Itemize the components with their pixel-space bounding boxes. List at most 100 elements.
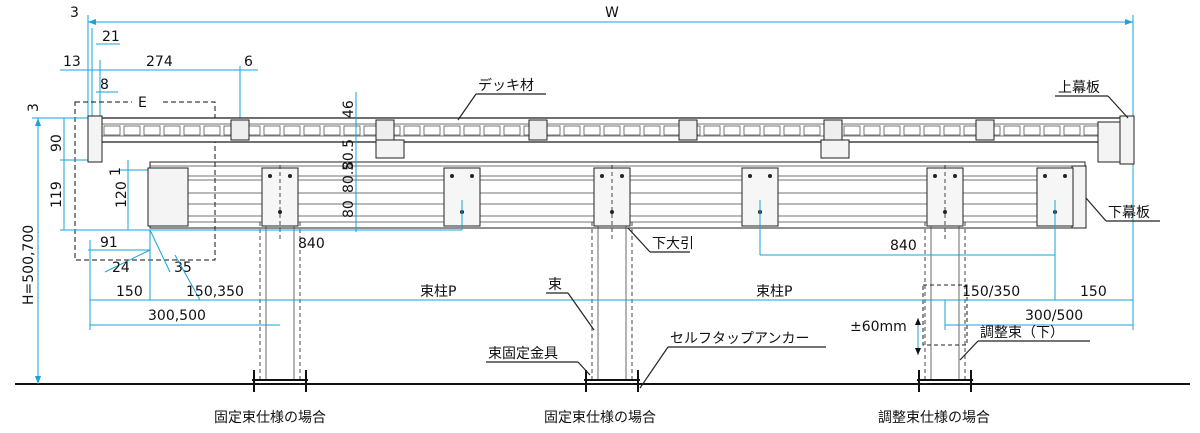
dim-80: 80 (341, 200, 357, 218)
deck-cell (163, 125, 181, 136)
anchor (585, 370, 639, 392)
label-upper-fascia: 上幕板 (1058, 80, 1100, 96)
deck-cell (843, 125, 861, 136)
label-self-tap-anchor: セルフタップアンカー (670, 331, 809, 347)
anchor (918, 370, 972, 392)
joist-brackets (261, 167, 1074, 227)
dim-274: 274 (146, 54, 173, 70)
label-post-pitch-2: 束柱P (756, 284, 792, 300)
dim-80-5-a: 80.5 (341, 139, 357, 170)
bolt (933, 174, 937, 178)
bolt (1063, 174, 1067, 178)
deck-cell (643, 125, 661, 136)
dim-24: 24 (112, 260, 130, 276)
dim-80-5-b: 80.5 (341, 162, 357, 193)
deck-cell (763, 125, 781, 136)
deck-cell (743, 125, 761, 136)
dim-150-left: 150 (116, 284, 143, 300)
bolt (288, 174, 292, 178)
label-adjust-case: 調整束仕様の場合 (878, 410, 990, 426)
bolt (600, 174, 604, 178)
dim-300-500-left: 300,500 (148, 308, 206, 324)
deck-surface (87, 115, 1135, 165)
dim-840-left: 840 (298, 236, 325, 252)
callouts: デッキ材 上幕板 下幕板 下大引 束 束固定金具 セルフタップアンカー 調整束（… (214, 77, 1160, 426)
deck-cell (583, 125, 601, 136)
deck-bracket (375, 139, 405, 159)
bolt (450, 174, 454, 178)
dimension-left-vertical: H=500,700 3 90 119 1 120 91 24 35 (21, 103, 192, 384)
label-lower-fascia: 下幕板 (1108, 205, 1150, 221)
dim-8: 8 (100, 77, 109, 93)
dim-w-label: W (605, 5, 619, 21)
deck-cell (703, 125, 721, 136)
deck-bracket (820, 139, 850, 159)
label-post-pitch-1: 束柱P (420, 284, 456, 300)
label-adjust-post-lower: 調整束（下） (980, 325, 1064, 341)
dim-adjust-range: ±60mm (850, 319, 907, 335)
deck-cell (723, 125, 741, 136)
dim-h: H=500,700 (21, 225, 37, 305)
bolt (943, 210, 947, 214)
deck-cell (1063, 125, 1081, 136)
dim-150-350-right: 150/350 (962, 284, 1020, 300)
dimension-post-pitch: 150 150,350 300,500 束柱P 束柱P 150/350 150 … (89, 240, 1133, 330)
deck-cell (1003, 125, 1021, 136)
deck-cell (563, 125, 581, 136)
dim-1: 1 (108, 167, 124, 176)
bolt (620, 174, 624, 178)
dimension-right-vertical: 46 80.5 80.5 80 (341, 92, 357, 232)
dimension-840: 840 840 (149, 200, 1056, 300)
dim-6: 6 (244, 54, 253, 70)
deck-clip (678, 119, 698, 141)
deck-cell (143, 125, 161, 136)
deck-clip (975, 119, 995, 141)
bolt (278, 210, 282, 214)
deck-cell (783, 125, 801, 136)
dimension-w: W (87, 5, 1134, 330)
deck-cell (923, 125, 941, 136)
label-deck: デッキ材 (478, 77, 534, 94)
deck-cell (803, 125, 821, 136)
dim-13: 13 (63, 54, 81, 70)
bolt (1043, 174, 1047, 178)
anchor (253, 370, 307, 392)
dim-35: 35 (174, 260, 192, 276)
deck-cell (203, 125, 221, 136)
deck-cell (183, 125, 201, 136)
bolt (953, 174, 957, 178)
dim-300-500-right: 300/500 (1025, 308, 1083, 324)
bolt (748, 174, 752, 178)
deck-cell (863, 125, 881, 136)
dim-21: 21 (102, 29, 120, 45)
deck-cell (903, 125, 921, 136)
deck-cell (883, 125, 901, 136)
deck-clip (528, 119, 548, 141)
deck-cell (303, 125, 321, 136)
dim-91: 91 (100, 235, 118, 251)
dim-840-right: 840 (890, 238, 917, 254)
dim-3-left: 3 (26, 103, 42, 112)
bolt (470, 174, 474, 178)
label-fixed-case-left: 固定束仕様の場合 (214, 410, 326, 426)
deck-cell (603, 125, 621, 136)
dim-150-350-left: 150,350 (186, 284, 244, 300)
dim-e: E (138, 95, 147, 111)
detail-box-e: E (74, 95, 216, 261)
deck-cell (443, 125, 461, 136)
deck-cell (423, 125, 441, 136)
deck-clip (230, 119, 250, 141)
dim-119: 119 (49, 181, 65, 208)
dim-3-top: 3 (70, 5, 79, 21)
label-post-fixture: 束固定金具 (488, 346, 558, 362)
bolt (268, 174, 272, 178)
deck-cell (943, 125, 961, 136)
deck-cell (463, 125, 481, 136)
dim-120: 120 (114, 181, 130, 208)
deck-cell (403, 125, 421, 136)
deck-cell (483, 125, 501, 136)
dimension-adjust-range: ±60mm (850, 318, 921, 355)
deck-cell (123, 125, 141, 136)
deck-cell (623, 125, 641, 136)
